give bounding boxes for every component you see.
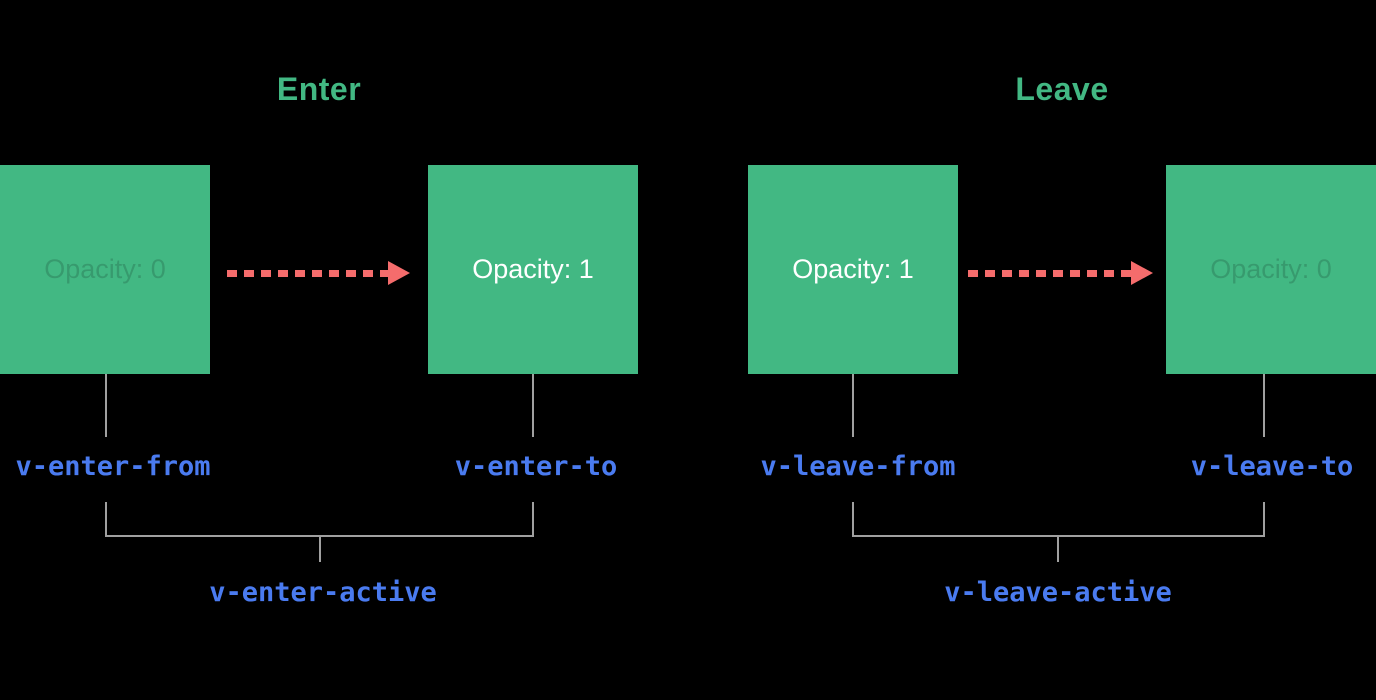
enter-dashed-arrow-line <box>227 270 388 277</box>
enter-active-bracket-stub <box>319 537 321 562</box>
enter-from-connector-line <box>105 374 107 437</box>
leave-section-title: Leave <box>1015 71 1109 107</box>
leave-to-state-box: Opacity: 0 <box>1166 165 1376 374</box>
enter-to-state-box: Opacity: 1 <box>428 165 638 374</box>
v-leave-to-label: v-leave-to <box>1190 451 1354 482</box>
leave-from-state-box: Opacity: 1 <box>748 165 958 374</box>
leave-to-connector-line <box>1263 374 1265 437</box>
leave-arrowhead-icon <box>1131 261 1153 285</box>
enter-from-opacity-label: Opacity: 0 <box>44 254 166 284</box>
enter-to-connector-line <box>532 374 534 437</box>
v-leave-from-label: v-leave-from <box>760 451 956 482</box>
v-enter-active-label: v-enter-active <box>209 577 437 608</box>
leave-active-bracket <box>852 502 1265 537</box>
leave-from-opacity-label: Opacity: 1 <box>792 254 914 284</box>
enter-from-state-box: Opacity: 0 <box>0 165 210 374</box>
v-leave-active-label: v-leave-active <box>944 577 1172 608</box>
v-enter-to-label: v-enter-to <box>454 451 618 482</box>
enter-active-bracket <box>105 502 534 537</box>
leave-active-bracket-stub <box>1057 537 1059 562</box>
leave-dashed-arrow-line <box>968 270 1131 277</box>
leave-to-opacity-label: Opacity: 0 <box>1210 254 1332 284</box>
enter-section-title: Enter <box>276 71 362 107</box>
enter-arrowhead-icon <box>388 261 410 285</box>
v-enter-from-label: v-enter-from <box>15 451 211 482</box>
enter-to-opacity-label: Opacity: 1 <box>472 254 594 284</box>
leave-from-connector-line <box>852 374 854 437</box>
